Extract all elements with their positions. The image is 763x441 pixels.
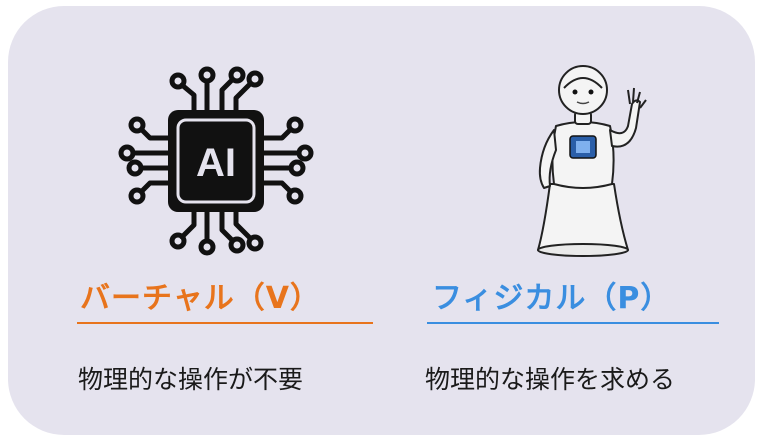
- humanoid-robot-icon: [537, 65, 647, 257]
- virtual-title: バーチャル（V）: [80, 281, 321, 316]
- chip-label: AI: [196, 141, 236, 185]
- physical-title: フィジカル（P）: [432, 281, 672, 316]
- background-panel: [8, 6, 755, 435]
- physical-description: 物理的な操作を求める: [425, 365, 676, 394]
- virtual-underline: [77, 322, 373, 324]
- virtual-description: 物理的な操作が不要: [78, 365, 304, 394]
- physical-underline: [427, 322, 719, 324]
- ai-chip-icon: AI: [118, 66, 314, 256]
